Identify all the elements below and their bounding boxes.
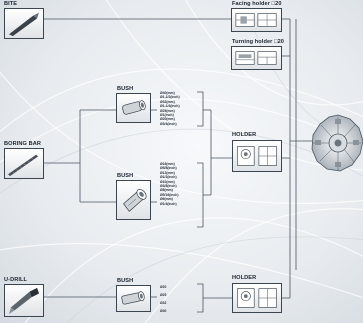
boring-bar-icon — [8, 154, 39, 177]
spec-item: Ø20 — [160, 285, 167, 289]
bush-image-3 — [116, 285, 151, 312]
spec-item: Ø5/16(inch) — [160, 192, 179, 197]
boring-bar-image — [4, 148, 44, 179]
holder-block-icon — [236, 146, 278, 166]
bush-label-2: BUSH — [117, 173, 134, 179]
bite-image — [4, 8, 44, 39]
spec-item: Ø40(mm) — [160, 91, 175, 95]
spec-item: Ø32 — [160, 301, 167, 305]
spec-item: Ø5/8(inch) — [160, 166, 177, 171]
holder-label-1: HOLDER — [232, 132, 257, 138]
holder-image-2 — [232, 283, 282, 313]
bush-label-3: BUSH — [117, 278, 134, 284]
u-drill-icon — [8, 287, 40, 315]
bite-tool-icon — [9, 12, 39, 37]
turret-icon — [311, 114, 363, 172]
spec-item: Ø32(mm) — [160, 99, 175, 104]
bush-2-spec-list: Ø16(mm) Ø5/8(inch) Ø12(mm) Ø1/2(inch) Ø1… — [160, 162, 178, 206]
spec-item: Ø3/8(inch) — [160, 183, 177, 188]
bush-collet-icon — [123, 189, 147, 212]
facing-holder-icon — [235, 13, 277, 27]
spec-item: Ø6(mm) — [160, 197, 173, 202]
bite-label: BITE — [4, 1, 18, 7]
spec-item: Ø25 — [160, 293, 167, 297]
bush-image-2 — [116, 180, 151, 220]
boring-bar-label: BORING BAR — [4, 141, 42, 147]
holder-label-2: HOLDER — [232, 275, 257, 281]
spec-item: Ø25(mm) — [160, 108, 175, 113]
facing-holder-label: Facing holder □20 — [232, 1, 282, 7]
turning-holder-label: Turning holder □20 — [232, 39, 285, 45]
spec-item: Ø3/4(inch) — [160, 121, 177, 126]
bush-image-1 — [116, 93, 151, 123]
spec-item: Ø1/2(inch) — [160, 175, 177, 180]
bush-sleeve-icon — [122, 100, 146, 115]
u-drill-image — [4, 284, 44, 317]
spec-item: Ø12(mm) — [160, 170, 175, 175]
facing-holder-image — [231, 8, 282, 32]
spec-item: Ø8(mm) — [160, 188, 173, 193]
holder-block-icon — [237, 288, 277, 308]
spec-item: Ø10(mm) — [160, 179, 175, 184]
holder-image-1 — [232, 140, 282, 172]
spec-item: Ø16(mm) — [160, 162, 175, 166]
bush-label-1: BUSH — [117, 86, 134, 92]
bush-3-spec-list: Ø20 Ø25 Ø32 Ø40 — [160, 283, 166, 315]
spec-item: Ø1-1/4(inch) — [160, 104, 180, 109]
bush-1-spec-list: Ø40(mm) Ø1-1/2(inch) Ø32(mm) Ø1-1/4(inch… — [160, 91, 180, 126]
u-drill-label: U-DRILL — [4, 277, 28, 283]
bush-drill-sleeve-icon — [121, 291, 145, 305]
turning-holder-image — [231, 46, 282, 70]
spec-item: Ø20(mm) — [160, 117, 175, 122]
spec-item: Ø1-1/2(inch) — [160, 95, 180, 100]
spec-item: Ø1/4(inch) — [160, 201, 177, 206]
turning-holder-icon — [235, 51, 277, 65]
spec-item: Ø1(inch) — [160, 112, 174, 117]
spec-item: Ø40 — [160, 309, 167, 313]
